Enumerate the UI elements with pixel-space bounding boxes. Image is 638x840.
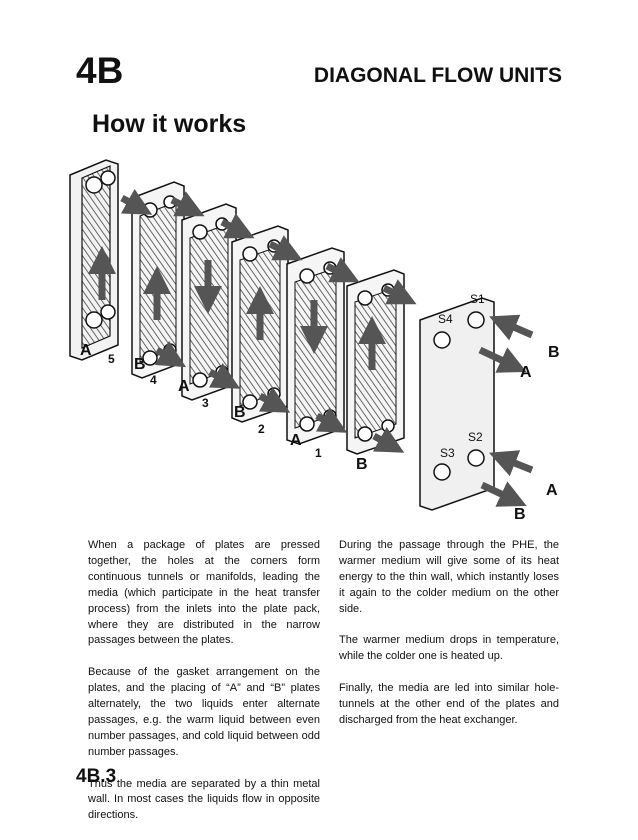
paragraph: The warmer medium drops in temperature, … [339,634,559,663]
label-passage-3: 3 [202,396,209,410]
exploded-plate-pack-illustration [69,159,534,511]
label-b-5: B [356,456,368,473]
section-title: DIAGONAL FLOW UNITS [313,64,562,87]
label-passage-4: 4 [150,373,157,387]
label-passage-2: 2 [258,422,265,436]
label-passage-1: 1 [315,446,322,460]
page-number: 4B.3 [76,766,117,787]
label-s2: S2 [468,430,483,444]
body-column-left: When a package of plates are pressed tog… [88,538,320,840]
flow-arrows [88,188,534,507]
label-s3: S3 [440,446,455,460]
label-b-1: B [134,356,146,373]
label-a-inlet: A [80,342,92,359]
label-s1: S1 [470,292,485,306]
plate-1a [286,247,345,445]
label-a-outlet: A [520,364,532,381]
paragraph: Finally, the media are led into similar … [339,682,559,726]
label-a-4: A [290,432,302,449]
pressure-plate [419,297,495,511]
plate-3 [181,203,237,401]
paragraph: When a package of plates are pressed tog… [88,539,320,647]
label-a-2: A [178,378,190,395]
label-a-bottom: A [546,482,558,499]
label-b-3: B [234,404,246,421]
body-column-right: During the passage through the PHE, the … [339,538,559,745]
paragraph: Because of the gasket arrangement on the… [88,666,320,758]
paragraph: During the passage through the PHE, the … [339,539,559,615]
page-subtitle: How it works [92,110,247,138]
label-s4: S4 [438,312,453,326]
frame-plate [69,159,119,361]
paragraph: Thus the media are separated by a thin m… [88,777,320,822]
plate-heat-exchanger-diagram: A 5 B 4 A 3 B 2 A 1 B S1 S4 S2 S3 B A A … [62,140,572,525]
label-b-outlet: B [548,344,560,361]
section-code: 4B [76,50,124,91]
label-passage-5: 5 [108,352,115,366]
label-b-bottom: B [514,506,526,523]
